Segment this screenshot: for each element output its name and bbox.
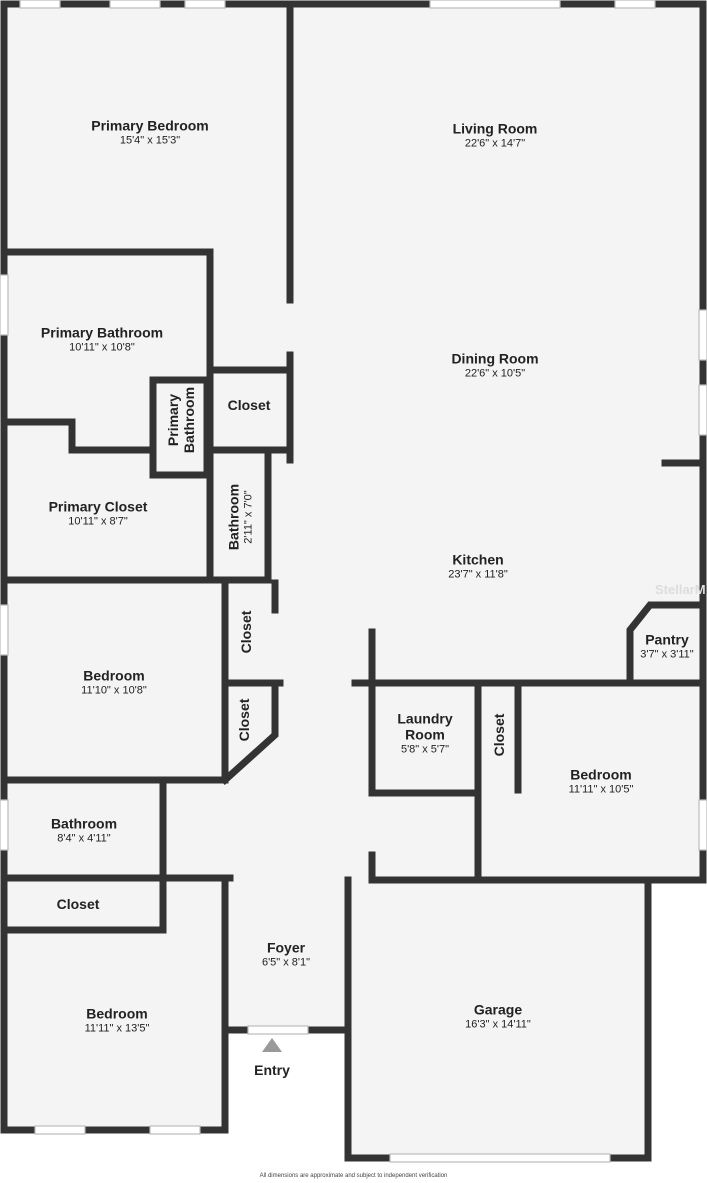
room-primary-bathroom-wc: Primary Bathroom <box>165 380 197 460</box>
room-dim: 22'6" x 10'5" <box>464 367 526 380</box>
room-dim: 3'7" x 3'11" <box>640 648 694 661</box>
room-dim: 5'8" x 5'7" <box>400 743 450 756</box>
room-name: Bedroom <box>570 766 632 783</box>
room-name: Living Room <box>452 120 538 137</box>
room-name: Kitchen <box>452 551 504 568</box>
room-name: Primary Bathroom <box>165 386 197 454</box>
room-name: Primary Closet <box>48 498 148 515</box>
room-name: Closet <box>236 698 252 742</box>
room-name: Closet <box>227 397 271 413</box>
room-dim: 22'6" x 14'7" <box>464 137 526 150</box>
entry-label: Entry <box>254 1062 290 1078</box>
room-name: Bedroom <box>83 667 145 684</box>
room-name: Laundry Room <box>397 710 453 743</box>
room-dim: 11'10" x 10'8" <box>81 684 147 697</box>
room-name: Primary Bathroom <box>40 324 164 341</box>
room-dim: 2'11" x 7'0" <box>242 490 255 544</box>
room-name: Bedroom <box>86 1005 148 1022</box>
room-closet-bottom: Closet <box>57 896 100 912</box>
room-dim: 11'11" x 13'5" <box>84 1022 150 1035</box>
room-closet-a: Closet <box>238 611 254 654</box>
room-dim: 15'4" x 15'3" <box>119 134 181 147</box>
room-name: Closet <box>56 896 100 912</box>
watermark-logo: StellarMLS <box>655 582 707 597</box>
disclaimer: All dimensions are approximate and subje… <box>259 1173 448 1179</box>
room-dim: 6'5" x 8'1" <box>261 956 311 969</box>
room-dim: 10'11" x 8'7" <box>68 515 128 528</box>
room-closet-hall: Closet <box>228 397 271 413</box>
room-dim: 16'3" x 14'11" <box>465 1018 531 1031</box>
room-closet-b: Closet <box>236 699 252 742</box>
entry-arrow-icon <box>262 1038 282 1052</box>
room-dim: 8'4" x 4'11" <box>57 832 111 845</box>
room-closet-laundry: Closet <box>491 714 507 757</box>
room-name: Bathroom <box>225 483 242 551</box>
room-name: Primary Bedroom <box>91 117 209 134</box>
room-dim: 23'7" x 11'8" <box>448 568 508 581</box>
room-dim: 11'11" x 10'5" <box>568 783 634 796</box>
room-name: Foyer <box>266 939 306 956</box>
room-name: Pantry <box>645 631 689 648</box>
room-name: Closet <box>491 713 507 757</box>
room-name: Closet <box>238 610 254 654</box>
room-name: Bathroom <box>50 815 118 832</box>
room-dim: 10'11" x 10'8" <box>69 341 135 354</box>
room-name: Dining Room <box>451 350 539 367</box>
room-name: Garage <box>473 1001 523 1018</box>
